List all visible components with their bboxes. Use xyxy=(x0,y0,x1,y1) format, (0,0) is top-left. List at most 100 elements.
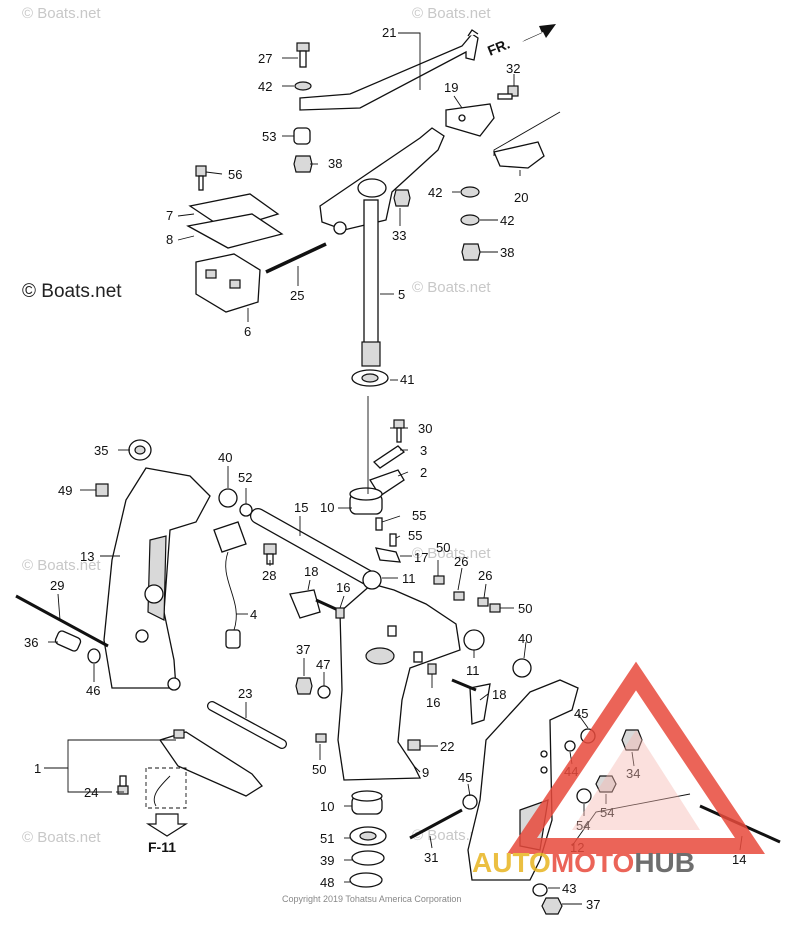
part-washer xyxy=(460,214,480,226)
callout-1: 1 xyxy=(34,761,41,776)
watermark: © Boats.net xyxy=(22,557,101,574)
callout-17: 17 xyxy=(414,550,428,565)
part-bushing xyxy=(293,127,311,145)
part-lock-rod xyxy=(451,678,477,692)
part-cover-assembly xyxy=(186,165,284,313)
part-washer xyxy=(239,503,253,517)
callout-31: 31 xyxy=(424,850,438,865)
callout-22: 22 xyxy=(440,739,454,754)
callout-54: 54 xyxy=(600,805,614,820)
part-fitting xyxy=(453,591,465,601)
part-washer xyxy=(351,850,385,866)
callout-55: 55 xyxy=(412,508,426,523)
callout-35: 35 xyxy=(94,443,108,458)
part-lock-rod xyxy=(315,598,339,612)
callout-33: 33 xyxy=(392,228,406,243)
callout-51: 51 xyxy=(320,831,334,846)
callout-7: 7 xyxy=(166,208,173,223)
callout-13: 13 xyxy=(80,549,94,564)
part-fitting xyxy=(375,547,402,563)
watermark: © Boats.net xyxy=(412,279,491,296)
callout-20: 20 xyxy=(514,190,528,205)
watermark: © Boats.net xyxy=(22,5,101,22)
callout-45: 45 xyxy=(574,706,588,721)
part-nut xyxy=(595,775,617,793)
automotohub-logo: AUTOMOTOHUB xyxy=(472,661,765,878)
part-washer xyxy=(87,648,101,664)
part-nut xyxy=(461,243,481,261)
part-washer xyxy=(532,883,548,897)
callout-30: 30 xyxy=(418,421,432,436)
part-bolt xyxy=(117,775,129,795)
part-long-bolt xyxy=(265,242,327,274)
part-screw xyxy=(427,663,437,675)
callout-47: 47 xyxy=(316,657,330,672)
watermark: © Boats.net xyxy=(22,829,101,846)
callout-36: 36 xyxy=(24,635,38,650)
callout-52: 52 xyxy=(238,470,252,485)
part-clip xyxy=(372,445,406,469)
callout-2: 2 xyxy=(420,465,427,480)
leader-lines xyxy=(44,32,743,905)
front-direction-indicator: FR. xyxy=(485,24,556,59)
watermark: © Boats.net xyxy=(412,545,491,562)
part-through-bolt xyxy=(15,594,109,648)
callout-23: 23 xyxy=(238,686,252,701)
callout-18: 18 xyxy=(304,564,318,579)
part-fitting xyxy=(477,597,489,607)
part-bracket xyxy=(493,141,545,169)
part-fitting xyxy=(489,603,501,613)
logo-text-hub: HUB xyxy=(634,847,695,878)
callout-48: 48 xyxy=(320,875,334,890)
part-nut xyxy=(293,155,313,173)
part-washer xyxy=(317,685,331,699)
part-screw xyxy=(407,739,421,751)
part-screw xyxy=(497,85,519,100)
logo-text-moto: MOTO xyxy=(551,847,634,878)
part-steering-arm xyxy=(299,29,479,111)
part-steering-shaft xyxy=(319,127,445,367)
watermark-layer: © Boats.net © Boats.net © Boats.net © Bo… xyxy=(22,5,491,904)
part-lock-lever xyxy=(469,683,491,725)
part-fitting xyxy=(433,575,445,585)
part-tilt-rod xyxy=(207,701,287,749)
callout-41: 41 xyxy=(400,372,414,387)
part-bolt xyxy=(409,808,463,840)
callout-40: 40 xyxy=(518,631,532,646)
part-fitting xyxy=(315,733,327,743)
watermark: © Boats.net xyxy=(412,5,491,22)
part-anode-plate xyxy=(158,729,263,797)
callout-27: 27 xyxy=(258,51,272,66)
callout-18: 18 xyxy=(492,687,506,702)
callout-6: 6 xyxy=(244,324,251,339)
callout-16: 16 xyxy=(426,695,440,710)
callout-16: 16 xyxy=(336,580,350,595)
part-nut xyxy=(541,897,563,915)
part-lower-bushing xyxy=(351,790,383,815)
callout-42: 42 xyxy=(428,185,442,200)
callout-49: 49 xyxy=(58,483,72,498)
callout-11: 11 xyxy=(402,571,416,586)
callout-28: 28 xyxy=(262,568,276,583)
callout-26: 26 xyxy=(454,554,468,569)
svg-text:AUTOMOTOHUB: AUTOMOTOHUB xyxy=(472,847,695,878)
callout-39: 39 xyxy=(320,853,334,868)
part-nut xyxy=(621,729,643,751)
part-bushing xyxy=(463,629,485,651)
callout-54: 54 xyxy=(576,818,590,833)
copyright-footer: Copyright 2019 Tohatsu America Corporati… xyxy=(282,894,461,904)
callout-50: 50 xyxy=(436,540,450,555)
callout-34: 34 xyxy=(626,766,640,781)
part-washer xyxy=(294,81,312,91)
callout-25: 25 xyxy=(290,288,304,303)
part-thrust-washer xyxy=(351,369,389,387)
callout-37: 37 xyxy=(296,642,310,657)
part-washer xyxy=(462,794,478,810)
callout-50: 50 xyxy=(518,601,532,616)
callout-21: 21 xyxy=(382,25,396,40)
callout-14: 14 xyxy=(732,852,746,867)
part-bolt xyxy=(296,42,310,68)
callout-38: 38 xyxy=(328,156,342,171)
callout-45: 45 xyxy=(458,770,472,785)
part-washer xyxy=(564,740,576,752)
